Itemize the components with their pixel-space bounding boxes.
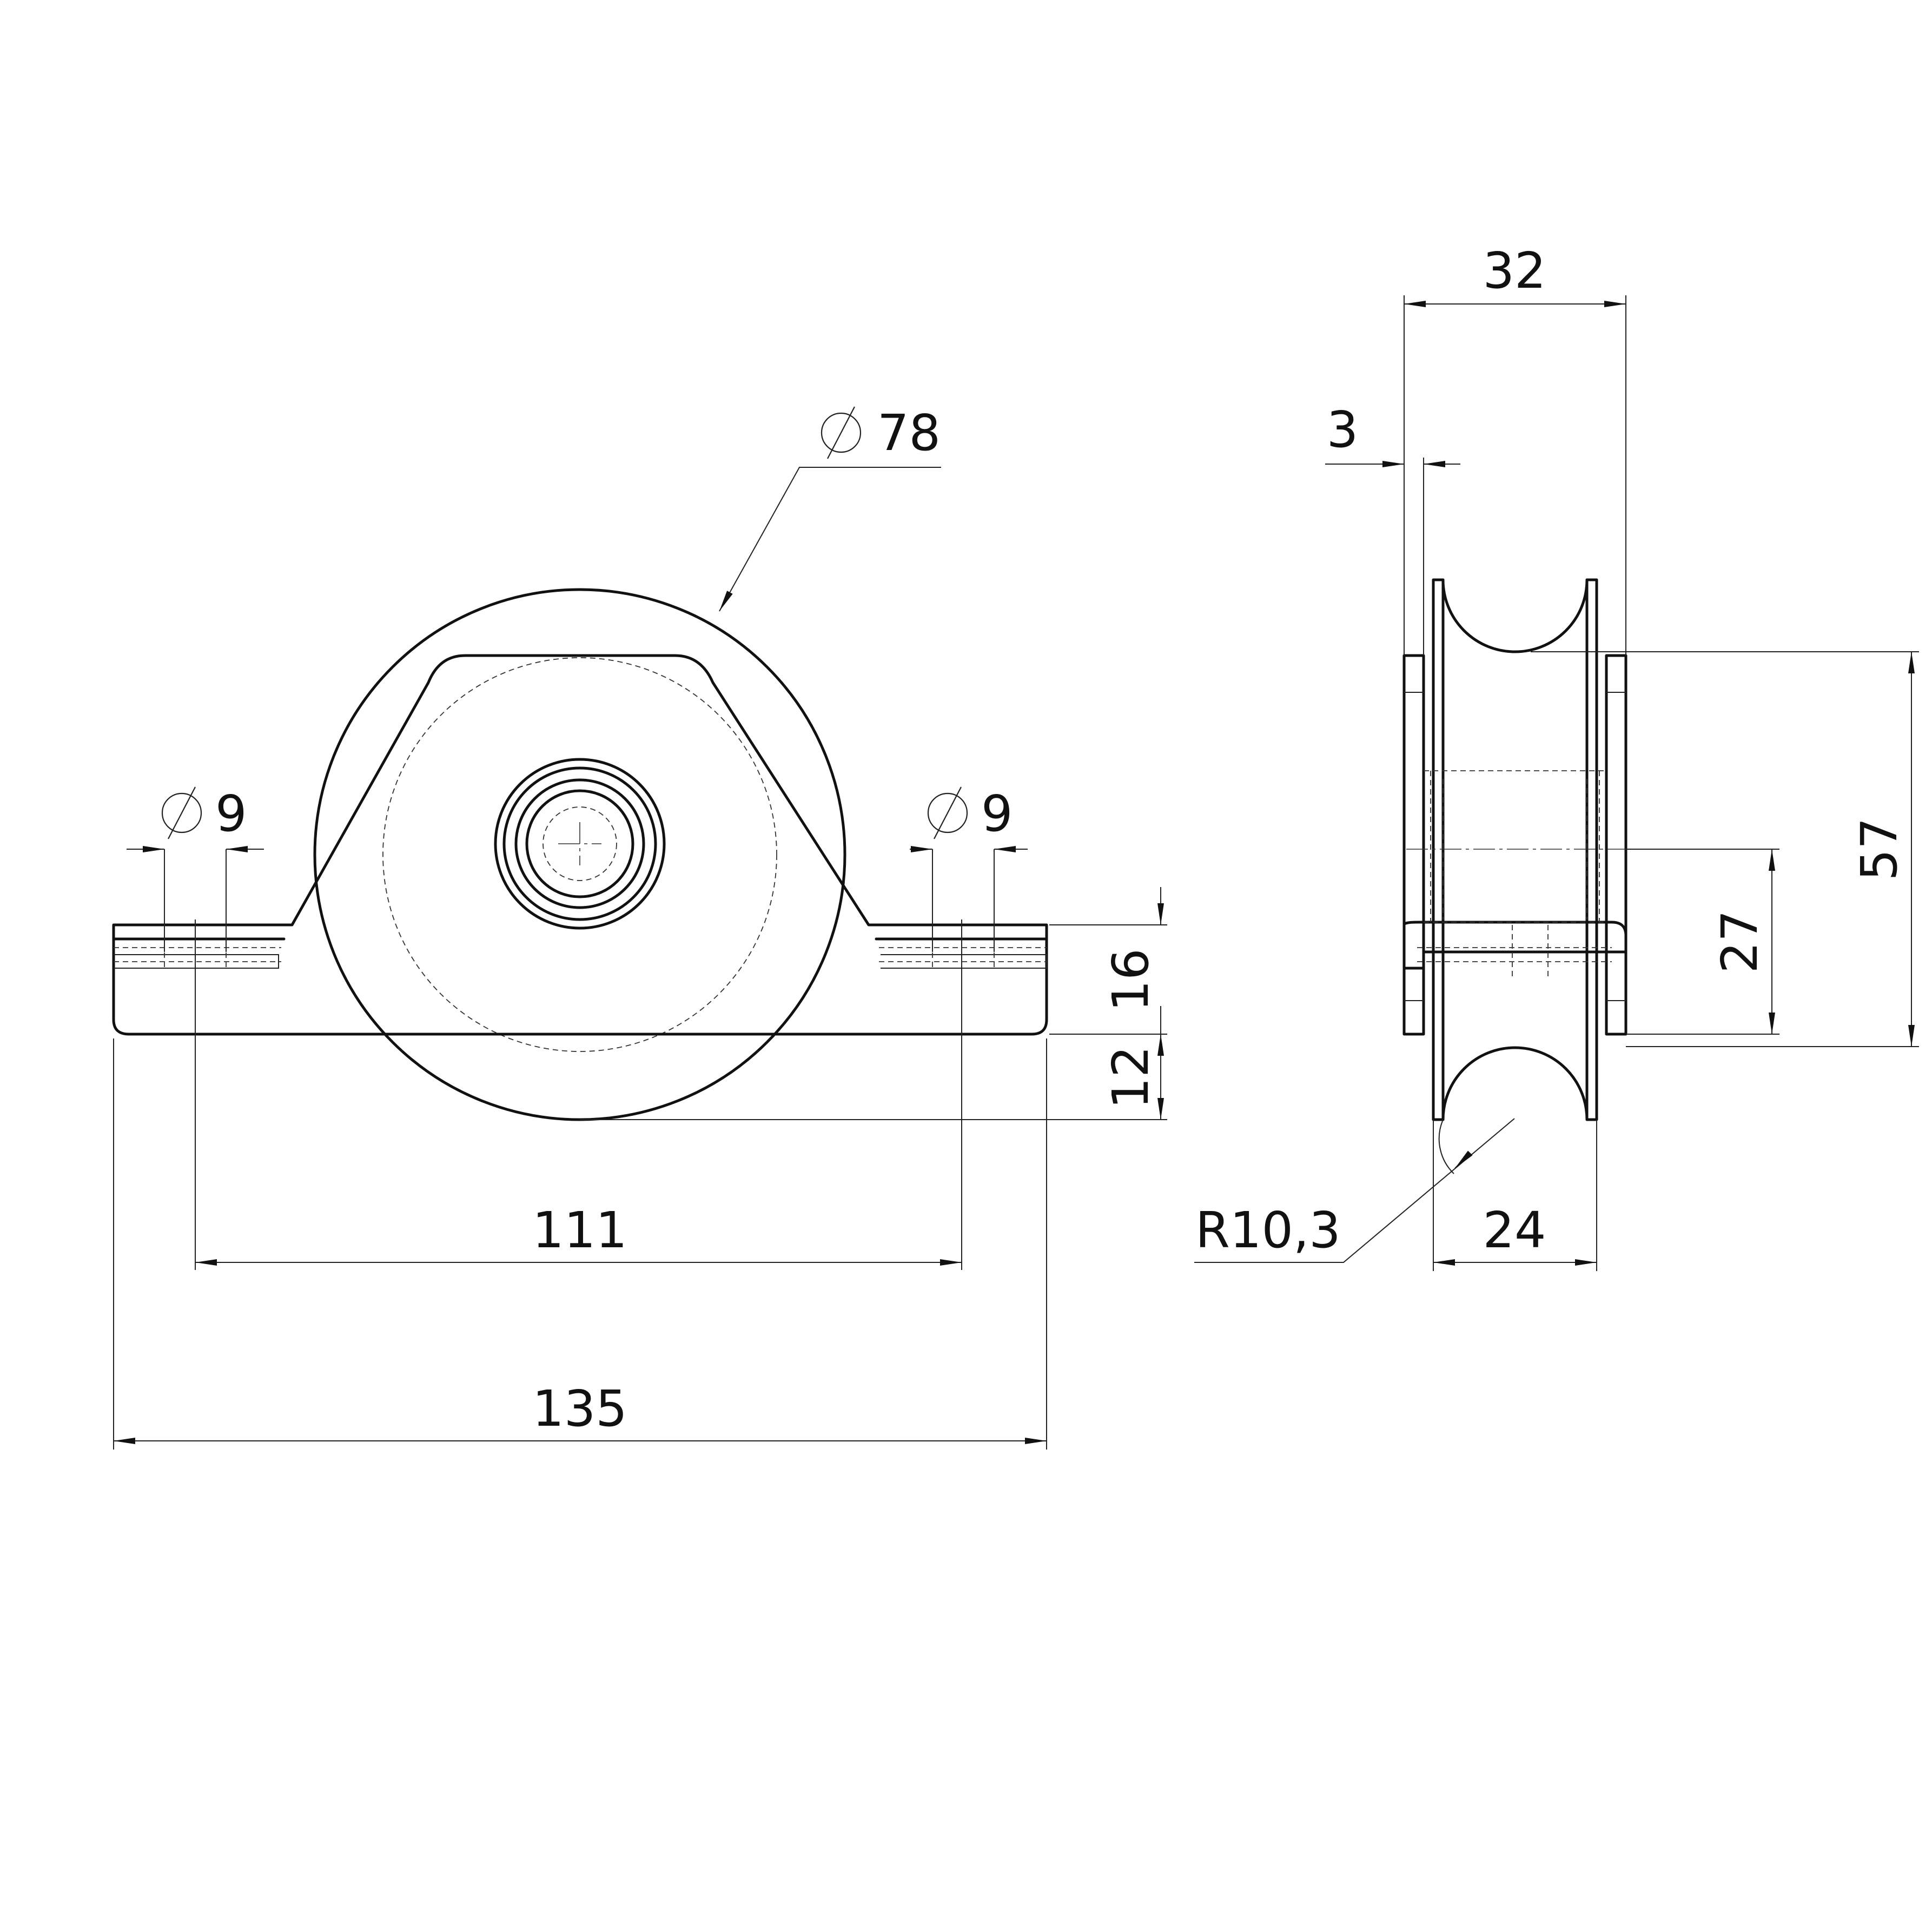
- bearing-outer-ring: [494, 758, 666, 930]
- dim-bracket-height: 57: [1850, 817, 1908, 881]
- axle-hidden-side: [1424, 770, 1606, 923]
- side-view: 32 3 57 27 24 R10,3: [1194, 242, 1919, 1271]
- dim-axle-height: 27: [1711, 910, 1769, 973]
- leader-groove-radius-arrow: [1454, 1150, 1473, 1169]
- bolt-hole-hidden-right: [879, 925, 1047, 968]
- axle-centerline: [558, 822, 601, 865]
- dim-overall-width: 32: [1483, 242, 1546, 300]
- groove-top: [1441, 578, 1589, 653]
- bearing-ring-3: [514, 778, 645, 909]
- diameter-symbol-icon: [927, 786, 968, 839]
- front-view: 78 9 9 111 135: [112, 404, 1167, 1450]
- wheel-flange-left: [1432, 578, 1445, 1121]
- groove-radius-hidden: [1438, 1119, 1454, 1174]
- dim-hole-right: 9: [981, 785, 1013, 843]
- groove-bottom: [1441, 1046, 1589, 1121]
- side-plate-right-detail: [1606, 692, 1626, 1001]
- dim-wheel-diameter: 78: [877, 404, 941, 462]
- side-plate-left: [1402, 654, 1425, 1036]
- flange-step-left: [114, 954, 279, 969]
- dim-groove-radius: R10,3: [1195, 1201, 1341, 1259]
- axle-hidden: [542, 806, 617, 881]
- dim-hole-left: 9: [215, 785, 247, 843]
- bearing-ring-2: [502, 766, 657, 921]
- diameter-symbol-icon: [821, 406, 862, 459]
- dim-hole-spacing: 111: [532, 1201, 627, 1259]
- bracket-base-band: [1402, 921, 1627, 970]
- dim-wheel-width: 24: [1483, 1201, 1546, 1259]
- wheel-outline: [313, 588, 846, 1121]
- diameter-symbol-icon: [161, 786, 202, 839]
- bolt-hole-hidden-left: [114, 925, 281, 968]
- bearing-inner-ring: [525, 789, 634, 898]
- side-plate-right: [1605, 654, 1627, 1036]
- dim-wheel-protrusion: 12: [1102, 1046, 1160, 1109]
- side-plate-left-detail: [1404, 692, 1424, 1001]
- leader-diameter-78: [719, 467, 941, 612]
- dim-overall-length: 135: [532, 1380, 627, 1438]
- wheel-flange-right: [1585, 578, 1598, 1121]
- dim-base-height: 16: [1102, 948, 1160, 1011]
- bracket-outline: [112, 654, 1048, 1036]
- dim-plate-thickness: 3: [1327, 401, 1359, 459]
- wheel-hidden-circle: [382, 657, 777, 1052]
